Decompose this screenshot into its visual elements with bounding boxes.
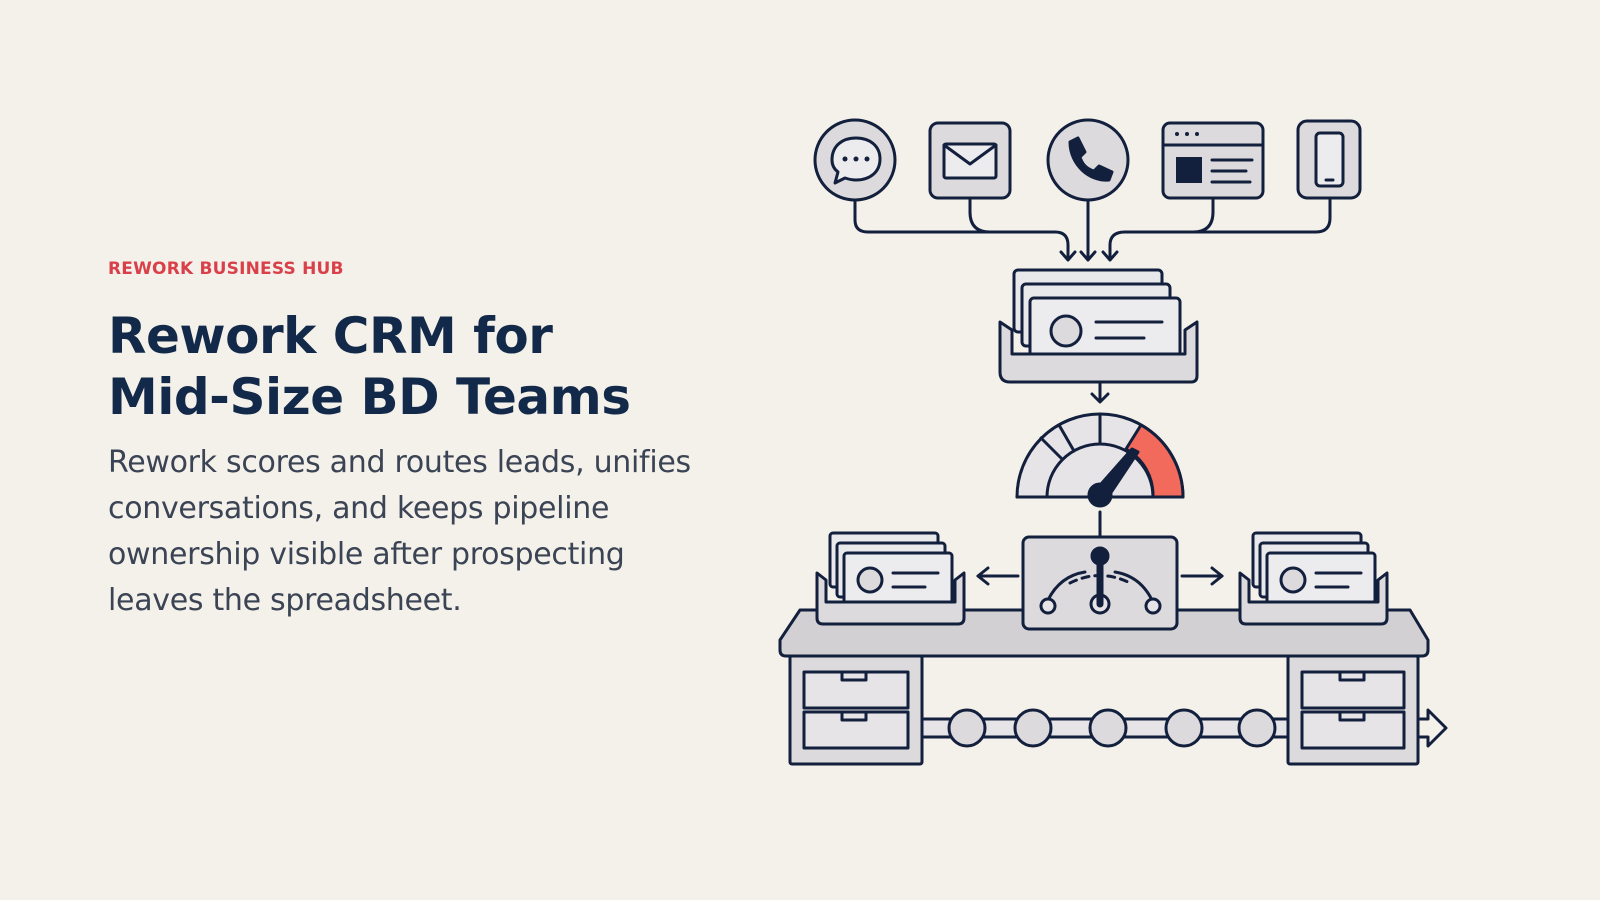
page-title: Rework CRM for Mid-Size BD Teams — [108, 306, 708, 428]
left-card-tray — [815, 531, 966, 626]
title-line-2: Mid-Size BD Teams — [108, 368, 631, 426]
chat-icon — [813, 118, 897, 202]
lead-router-box — [976, 510, 1224, 631]
phone-icon — [1046, 118, 1130, 202]
mail-icon — [928, 121, 1012, 200]
browser-icon — [1161, 121, 1265, 200]
title-line-1: Rework CRM for — [108, 307, 553, 365]
pipeline-conveyor — [920, 708, 1448, 748]
crm-pipeline-illustration — [778, 118, 1448, 766]
channel-connectors — [853, 196, 1332, 262]
mobile-icon — [1296, 119, 1362, 200]
lead-inbox-tray — [998, 268, 1199, 404]
eyebrow-label: REWORK BUSINESS HUB — [108, 259, 344, 279]
hero-text-block: REWORK BUSINESS HUB Rework CRM for Mid-S… — [108, 258, 708, 624]
lead-score-gauge — [1015, 412, 1185, 508]
right-card-tray — [1238, 531, 1389, 626]
description-text: Rework scores and routes leads, unifies … — [108, 445, 691, 618]
